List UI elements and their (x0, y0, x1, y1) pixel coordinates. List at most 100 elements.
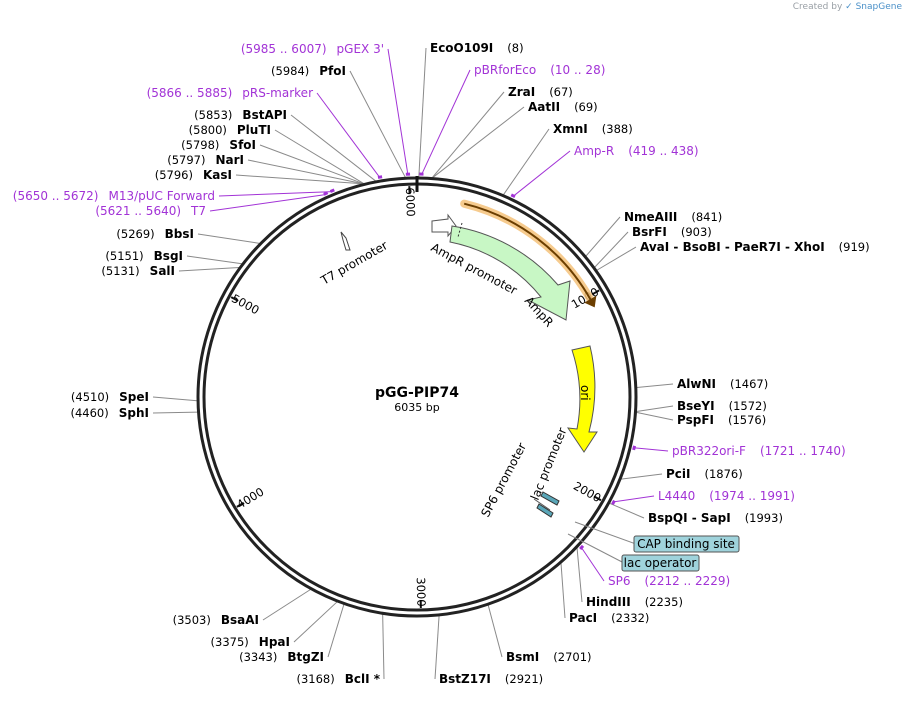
site-leader-btgzi (327, 604, 345, 658)
lac-promoter-label: lac promoter (528, 426, 570, 502)
primer-leader-sp6 (580, 546, 605, 582)
site-leader-nari (247, 159, 364, 185)
primer-leader-m13-puc-forward (218, 191, 333, 197)
sp6-promoter-label: SP6 promoter (478, 440, 529, 519)
site-label-zrai: ZraI(67) (508, 85, 573, 99)
primer-label-sp6: SP6(2212 .. 2229) (608, 574, 730, 588)
plasmid-size: 6035 bp (394, 401, 439, 414)
tick-label-5000: 5000 (229, 291, 261, 317)
t7-promoter-arrow (340, 231, 351, 251)
primer-leader-pbrforeco (420, 69, 471, 176)
site-label-bsrfi: BsrFI(903) (632, 225, 712, 239)
site-leader-bsmi (487, 605, 503, 658)
credit-brand: SnapGene (855, 2, 902, 12)
site-label-alwni: AlwNI(1467) (677, 377, 768, 391)
lac-operator-mark (536, 503, 554, 518)
site-label-nmeaiii: NmeAIII(841) (624, 210, 722, 224)
site-leader-nmeaiii (585, 216, 621, 257)
site-leader-hindiii (576, 547, 583, 603)
site-label-bstapi: (5853)BstAPI (194, 108, 287, 122)
t7-promoter-label: T7 promoter (318, 238, 390, 288)
site-label-sphi: (4460)SphI (71, 406, 150, 420)
site-label-kasi: (5796)KasI (155, 168, 232, 182)
tick-label-3000: 3000 (414, 577, 429, 607)
primer-leader-t7 (209, 193, 327, 212)
site-label-avai-bsobi-paer7i-xhoi: AvaI - BsoBI - PaeR7I - XhoI(919) (640, 240, 870, 254)
tick-mark-5000 (230, 296, 239, 302)
primer-label-m13-puc-forward: (5650 .. 5672)M13/pUC Forward (13, 189, 215, 203)
site-label-pfoi: (5984)PfoI (271, 64, 346, 78)
site-leader-alwni (636, 383, 674, 388)
site-label-paci: PacI(2332) (569, 611, 649, 625)
primer-mark-m13-puc-forward (329, 188, 335, 193)
cap-binding-site-mark (540, 491, 560, 506)
ori-arrow (566, 345, 598, 453)
site-leader-paci (560, 563, 566, 619)
primer-marks (323, 172, 637, 550)
site-leader-bstz17i (434, 615, 440, 680)
lac-operator-box: lac operator (567, 533, 700, 572)
site-leader-pfoi (349, 70, 406, 178)
site-label-bbsi: (5269)BbsI (116, 227, 194, 241)
site-label-bseyi: BseYI(1572) (677, 399, 767, 413)
site-labels: EcoO109I(8) ZraI(67)AatII(69) XmnI(388) Nme… (13, 41, 870, 686)
ampr-gene-arrow (449, 225, 571, 321)
tick-label-2000: 2000 (571, 479, 603, 506)
site-label-btgzi: (3343)BtgZI (239, 650, 324, 664)
site-leader-sali (178, 266, 240, 272)
site-leader-bbsi (197, 233, 260, 244)
tick-label-6000: 6000 (403, 187, 418, 217)
site-leader-spei (152, 396, 198, 402)
primer-label-pgex-3: (5985 .. 6007)pGEX 3' (241, 42, 384, 56)
primer-leader-prs-marker (316, 92, 381, 179)
primer-mark-sp6 (579, 544, 585, 550)
primer-label-pbr322ori-f: pBR322ori-F(1721 .. 1740) (672, 444, 846, 458)
site-label-bstz17i: BstZ17I(2921) (439, 672, 543, 686)
primer-mark-l4440 (611, 499, 616, 506)
site-leader-sfoi (259, 144, 364, 185)
primer-mark-t7 (323, 191, 329, 196)
leader-lines (152, 47, 674, 680)
site-leader-avai-bsobi-paer7i-xhoi (596, 246, 637, 271)
site-leader-bsaai (262, 589, 311, 621)
primer-leader-amp-r (512, 150, 571, 198)
primer-leader-pbr322ori-f (633, 447, 669, 452)
site-leader-bsrfi (594, 231, 629, 268)
site-leader-sphi (152, 411, 198, 414)
tick-mark-1000 (591, 289, 600, 296)
site-label-aatii: AatII(69) (528, 100, 598, 114)
ampr-promoter-overlap (457, 222, 463, 238)
primer-label-prs-marker: (5866 .. 5885)pRS-marker (147, 86, 313, 100)
site-label-sfoi: (5798)SfoI (181, 138, 256, 152)
site-label-bsaai: (3503)BsaAI (173, 613, 259, 627)
ampr-region-arc-core (463, 202, 592, 301)
site-leader-bspqi-sapi (609, 502, 645, 519)
site-leader-xmni (503, 128, 550, 195)
lac-promoter-mark (533, 498, 551, 511)
site-leader-bseyi (636, 405, 674, 412)
primer-leader-pgex-3 (387, 48, 409, 176)
credit-prefix: Created by (792, 2, 843, 12)
site-label-ecoo109i: EcoO109I(8) (430, 41, 524, 55)
ampr-region-arrowhead (584, 295, 597, 308)
primer-mark-amp-r (510, 193, 516, 199)
site-leader-zrai (431, 91, 505, 178)
cap-binding-site-label: CAP binding site (637, 537, 735, 551)
site-leader-pluti (274, 129, 364, 184)
site-leader-aatii (432, 106, 525, 178)
site-label-bsmi: BsmI(2701) (506, 650, 592, 664)
site-label-hpai: (3375)HpaI (211, 635, 290, 649)
primer-label-pbrforeco: pBRforEco(10 .. 28) (474, 63, 605, 77)
plasmid-name: pGG-PIP74 (375, 385, 459, 401)
site-leader-hpai (293, 601, 338, 643)
site-label-xmni: XmnI(388) (553, 122, 633, 136)
primer-mark-prs-marker (377, 175, 383, 179)
site-label-spei: (4510)SpeI (71, 390, 149, 404)
primer-mark-pbr322ori-f (632, 445, 637, 451)
cap-binding-site-box: CAP binding site (574, 521, 740, 553)
tick-label-4000: 4000 (234, 485, 266, 512)
primer-label-t7: (5621 .. 5640)T7 (95, 204, 206, 218)
site-label-hindiii: HindIII(2235) (586, 595, 683, 609)
primer-label-l4440: L4440(1974 .. 1991) (658, 489, 795, 503)
site-label-sali: (5131)SalI (101, 264, 175, 278)
